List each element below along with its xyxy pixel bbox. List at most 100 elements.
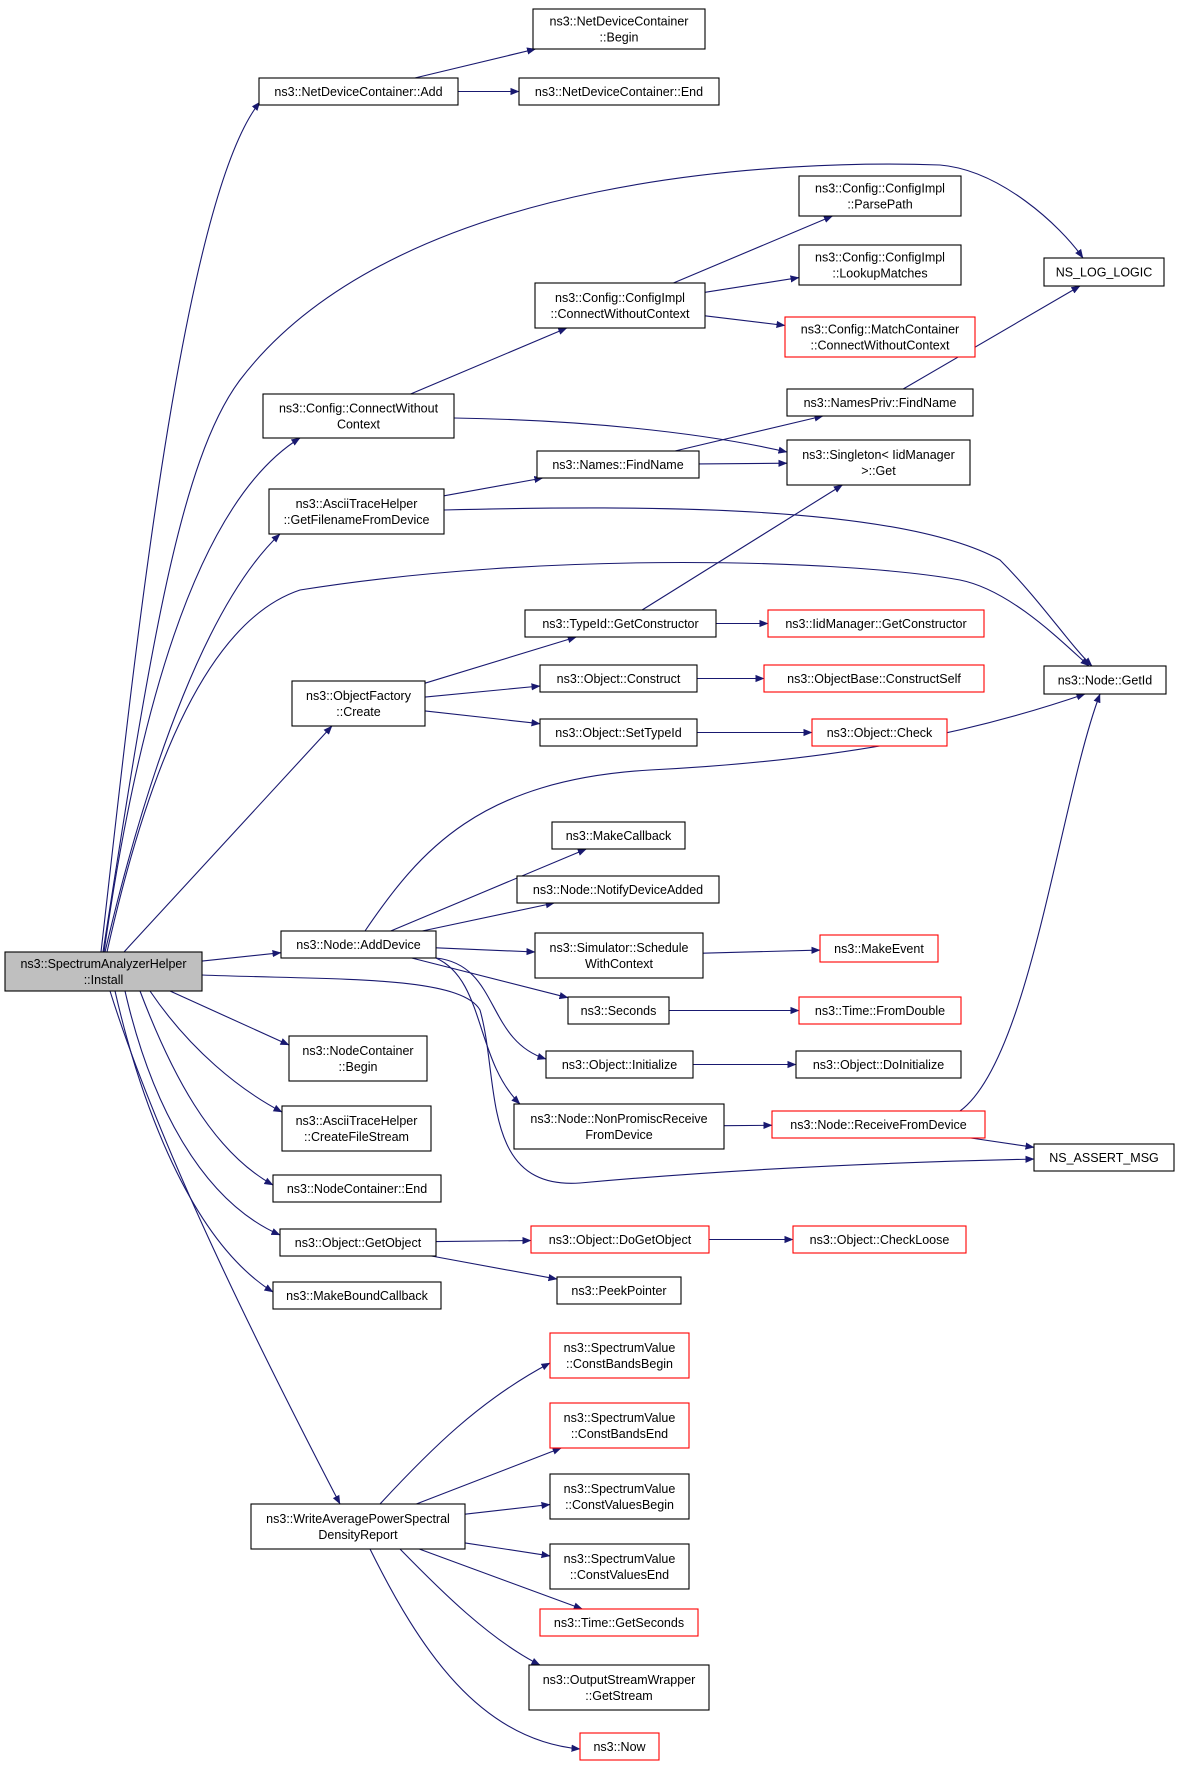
node-box-sv_cve [549,1543,690,1590]
node-node_getid[interactable]: ns3::Node::GetId [1043,665,1167,695]
node-box-singleton [786,439,971,486]
edge-write_avg-to-sv_cbe [416,1447,562,1505]
node-label-sv_cvb-line-0: ns3::SpectrumValue [564,1482,676,1496]
node-obj_dogetobject[interactable]: ns3::Object::DoGetObject [530,1225,710,1254]
node-time_getseconds[interactable]: ns3::Time::GetSeconds [539,1608,699,1637]
node-label-sv_cbb-line-1: ::ConstBandsBegin [566,1357,673,1371]
node-box-nc_begin [288,1035,428,1082]
node-node_adddevice[interactable]: ns3::Node::AddDevice [280,930,437,959]
node-sv_cvb[interactable]: ns3::SpectrumValue::ConstValuesBegin [549,1473,690,1520]
node-box-node_adddevice [280,930,437,959]
node-makeevent[interactable]: ns3::MakeEvent [819,934,939,963]
node-ci_cwc[interactable]: ns3::Config::ConfigImpl::ConnectWithoutC… [534,282,706,329]
node-label-nc_begin-line-1: ::Begin [339,1060,378,1074]
node-names_find[interactable]: ns3::Names::FindName [536,450,700,479]
node-label-sv_cbe-line-0: ns3::SpectrumValue [564,1411,676,1425]
node-label-obj_settypeid-line-0: ns3::Object::SetTypeId [555,726,682,740]
node-obj_doinitialize[interactable]: ns3::Object::DoInitialize [795,1050,962,1079]
node-seconds[interactable]: ns3::Seconds [567,996,670,1025]
node-np_find[interactable]: ns3::NamesPriv::FindName [786,388,974,417]
node-mc_cwc[interactable]: ns3::Config::MatchContainer::ConnectWith… [784,316,976,358]
node-label-ob_constructself-line-0: ns3::ObjectBase::ConstructSelf [787,672,961,686]
node-box-root [4,951,203,992]
node-label-ci_parse-line-1: ::ParsePath [847,198,912,212]
node-box-notify_added [516,875,720,904]
edge-obj_getobject-to-obj_dogetobject [435,1236,532,1245]
node-time_fromdouble[interactable]: ns3::Time::FromDouble [798,996,962,1025]
node-label-ns_log-line-0: NS_LOG_LOGIC [1056,266,1153,280]
node-sv_cve[interactable]: ns3::SpectrumValue::ConstValuesEnd [549,1543,690,1590]
node-label-makecallback-line-0: ns3::MakeCallback [566,829,672,843]
node-box-names_find [536,450,700,479]
node-peekpointer[interactable]: ns3::PeekPointer [556,1276,682,1305]
node-write_avg[interactable]: ns3::WriteAveragePowerSpectralDensityRep… [250,1503,466,1550]
edge-tid_getctor-to-singleton [641,484,843,611]
node-label-nc_end-line-0: ns3::NodeContainer::End [287,1182,427,1196]
node-iid_getctor[interactable]: ns3::IidManager::GetConstructor [767,609,985,638]
edge-ci_cwc-to-ci_lookup [704,275,800,293]
node-ndc_add[interactable]: ns3::NetDeviceContainer::Add [258,77,459,106]
node-notify_added[interactable]: ns3::Node::NotifyDeviceAdded [516,875,720,904]
node-ath_getfn[interactable]: ns3::AsciiTraceHelper::GetFilenameFromDe… [268,488,445,535]
node-box-ci_lookup [798,244,962,286]
node-label-nc_begin-line-0: ns3::NodeContainer [302,1044,413,1058]
node-nc_begin[interactable]: ns3::NodeContainer::Begin [288,1035,428,1082]
node-label-sv_cbe-line-1: ::ConstBandsEnd [571,1427,668,1441]
node-tid_getctor[interactable]: ns3::TypeId::GetConstructor [524,609,717,638]
edge-root-to-ath_getfn [104,533,281,953]
node-box-mc_cwc [784,316,976,358]
node-obj_construct[interactable]: ns3::Object::Construct [539,664,698,693]
node-ndc_end[interactable]: ns3::NetDeviceContainer::End [518,77,720,106]
node-sv_cbb[interactable]: ns3::SpectrumValue::ConstBandsBegin [549,1332,690,1379]
node-ns_assert[interactable]: NS_ASSERT_MSG [1033,1143,1175,1172]
node-label-seconds-line-0: ns3::Seconds [581,1004,657,1018]
node-makeboundcb[interactable]: ns3::MakeBoundCallback [272,1281,442,1310]
node-node_recvfromdev[interactable]: ns3::Node::ReceiveFromDevice [771,1110,986,1139]
node-obj_checkloose[interactable]: ns3::Object::CheckLoose [792,1225,967,1254]
node-box-ndc_end [518,77,720,106]
node-box-osw_getstream [528,1664,710,1711]
node-label-root-line-1: ::Install [84,973,124,987]
edge-write_avg-to-time_getseconds [419,1548,583,1610]
node-box-ci_parse [798,175,962,217]
node-cfg_cwc[interactable]: ns3::Config::ConnectWithoutContext [262,393,455,439]
node-obj_check[interactable]: ns3::Object::Check [811,718,948,747]
node-label-makeboundcb-line-0: ns3::MakeBoundCallback [286,1289,428,1303]
node-ndc_begin[interactable]: ns3::NetDeviceContainer::Begin [532,8,706,50]
node-singleton[interactable]: ns3::Singleton< IidManager>::Get [786,439,971,486]
node-obj_initialize[interactable]: ns3::Object::Initialize [545,1050,694,1079]
node-label-time_getseconds-line-0: ns3::Time::GetSeconds [554,1616,684,1630]
node-label-node_nonpromisc-line-1: FromDevice [585,1128,652,1142]
node-makecallback[interactable]: ns3::MakeCallback [551,821,686,850]
node-label-osw_getstream-line-1: ::GetStream [585,1689,652,1703]
node-label-ndc_end-line-0: ns3::NetDeviceContainer::End [535,85,703,99]
edge-root-to-ns_assert [201,974,1035,1184]
node-obj_getobject[interactable]: ns3::Object::GetObject [279,1228,437,1257]
edge-root-to-nc_end [139,990,274,1186]
node-nc_end[interactable]: ns3::NodeContainer::End [272,1174,442,1203]
node-of_create[interactable]: ns3::ObjectFactory::Create [291,680,426,727]
node-label-ci_parse-line-0: ns3::Config::ConfigImpl [815,182,945,196]
node-ob_constructself[interactable]: ns3::ObjectBase::ConstructSelf [763,664,985,693]
node-ns_log[interactable]: NS_LOG_LOGIC [1043,257,1165,287]
node-box-obj_doinitialize [795,1050,962,1079]
node-box-ath_createfs [281,1105,432,1152]
node-label-ci_lookup-line-0: ns3::Config::ConfigImpl [815,251,945,265]
node-osw_getstream[interactable]: ns3::OutputStreamWrapper::GetStream [528,1664,710,1711]
node-obj_settypeid[interactable]: ns3::Object::SetTypeId [539,718,698,747]
edge-root-to-ns_log [102,163,1084,953]
node-box-obj_settypeid [539,718,698,747]
node-sv_cbe[interactable]: ns3::SpectrumValue::ConstBandsEnd [549,1402,690,1449]
node-ci_parse[interactable]: ns3::Config::ConfigImpl::ParsePath [798,175,962,217]
node-ci_lookup[interactable]: ns3::Config::ConfigImpl::LookupMatches [798,244,962,286]
node-label-peekpointer-line-0: ns3::PeekPointer [571,1284,666,1298]
node-label-ci_lookup-line-1: ::LookupMatches [832,267,927,281]
node-ath_createfs[interactable]: ns3::AsciiTraceHelper::CreateFileStream [281,1105,432,1152]
node-label-ci_cwc-line-0: ns3::Config::ConfigImpl [555,291,685,305]
node-label-obj_initialize-line-0: ns3::Object::Initialize [562,1058,677,1072]
node-now[interactable]: ns3::Now [579,1732,660,1761]
edge-root-to-nc_begin [169,990,290,1046]
